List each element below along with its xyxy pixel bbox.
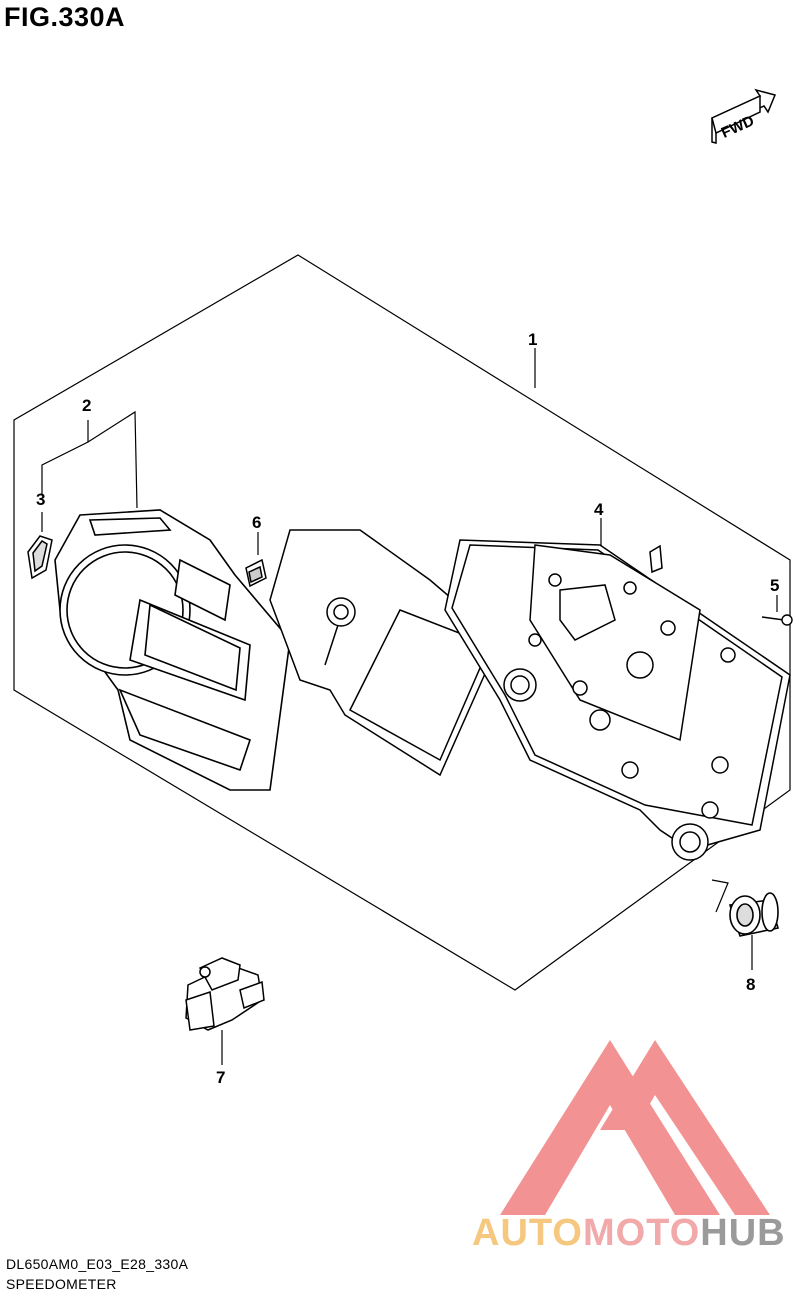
callout-3: 3 — [36, 490, 46, 509]
callout-4: 4 — [594, 500, 604, 519]
part-8-grommet — [728, 892, 780, 937]
part-3-lens — [27, 535, 53, 580]
watermark-part-hub: HUB — [700, 1212, 786, 1254]
watermark-logo-icon — [500, 1040, 770, 1215]
part-7-connector — [185, 957, 265, 1031]
figure-caption: SPEEDOMETER — [6, 1276, 117, 1292]
callout-1: 1 — [528, 330, 538, 349]
callout-8: 8 — [746, 975, 756, 994]
watermark-wordmark: AUTOMOTOHUB — [472, 1212, 786, 1255]
part-6-clip — [245, 558, 267, 588]
part-5-screw — [761, 614, 793, 626]
assembly-boundary — [13, 254, 791, 991]
fwd-arrow-icon: FWD — [711, 88, 777, 144]
leader-lines — [41, 348, 778, 1065]
part-4-rear-case — [444, 539, 791, 861]
figure-code: DL650AM0_E03_E28_330A — [6, 1256, 189, 1272]
callout-5: 5 — [770, 576, 780, 595]
dial-plate — [269, 529, 501, 777]
watermark-part-moto: MOTO — [582, 1212, 701, 1254]
part-2-front-cover — [54, 509, 291, 791]
callout-6: 6 — [252, 513, 262, 532]
callout-2: 2 — [82, 396, 92, 415]
watermark-part-auto: AUTO — [472, 1212, 583, 1254]
figure-title: FIG.330A — [4, 2, 126, 32]
callout-7: 7 — [216, 1068, 226, 1087]
